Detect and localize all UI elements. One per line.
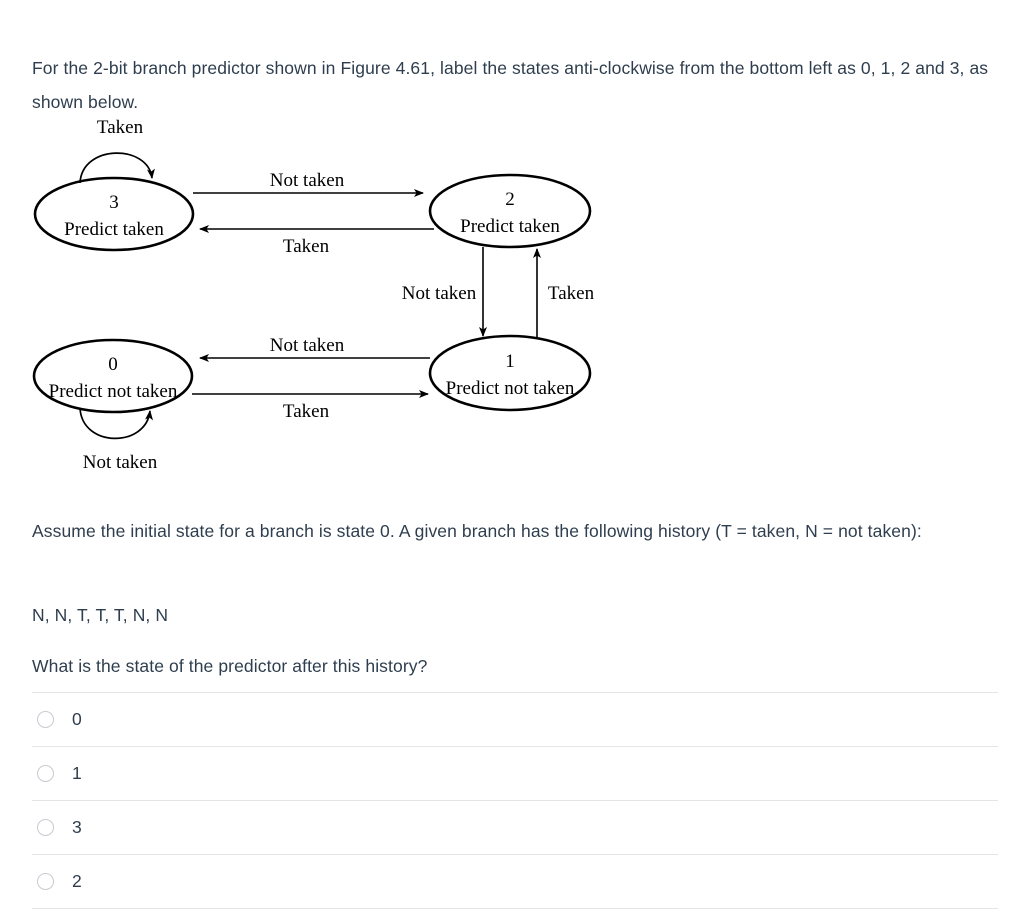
branch-predictor-diagram: 3 Predict taken 2 Predict taken 0 Predic… [20, 108, 640, 478]
question-paragraph: What is the state of the predictor after… [32, 655, 428, 676]
option-label-3: 2 [72, 871, 82, 891]
edge-1-to-2-label: Taken [548, 283, 595, 304]
edge-2-to-3-label: Taken [283, 236, 330, 257]
state-2-ellipse [428, 173, 592, 249]
state-1-prediction: Predict not taken [446, 378, 575, 399]
history-paragraph: N, N, T, T, T, N, N [32, 604, 169, 625]
state-0-ellipse [32, 338, 194, 414]
edge-3-to-2-label: Not taken [270, 170, 345, 191]
state-3-prediction: Predict taken [64, 219, 164, 240]
state-0-number: 0 [108, 354, 118, 375]
edge-2-to-1-label: Not taken [402, 283, 477, 304]
option-row-0[interactable]: 0 [32, 692, 998, 746]
state-0-self-loop [79, 407, 153, 440]
loop-bottom-label: Not taken [83, 452, 158, 473]
state-diagram-svg: 3 Predict taken 2 Predict taken 0 Predic… [32, 117, 595, 473]
state-3-self-loop [79, 152, 155, 184]
state-3-number: 3 [109, 192, 119, 213]
option-label-2: 3 [72, 817, 82, 837]
state-3-ellipse [33, 176, 195, 252]
state-1-number: 1 [505, 351, 515, 372]
radio-icon-option-3[interactable] [37, 873, 54, 890]
option-row-3[interactable]: 2 [32, 854, 998, 909]
state-2-prediction: Predict taken [460, 216, 560, 237]
radio-icon-option-1[interactable] [37, 765, 54, 782]
intro-paragraph: For the 2-bit branch predictor shown in … [32, 57, 989, 112]
option-row-1[interactable]: 1 [32, 746, 998, 800]
answer-options-list: 0 1 3 2 [32, 692, 998, 909]
state-2-number: 2 [505, 189, 515, 210]
state-1-ellipse [428, 334, 592, 412]
option-label-0: 0 [72, 709, 82, 729]
option-label-1: 1 [72, 763, 82, 783]
radio-icon-option-2[interactable] [37, 819, 54, 836]
state-0-prediction: Predict not taken [49, 381, 178, 402]
loop-top-label: Taken [97, 117, 144, 138]
edge-0-to-1-label: Taken [283, 401, 330, 422]
option-row-2[interactable]: 3 [32, 800, 998, 854]
assume-paragraph: Assume the initial state for a branch is… [32, 520, 922, 541]
radio-icon-option-0[interactable] [37, 711, 54, 728]
edge-1-to-0-label: Not taken [270, 335, 345, 356]
